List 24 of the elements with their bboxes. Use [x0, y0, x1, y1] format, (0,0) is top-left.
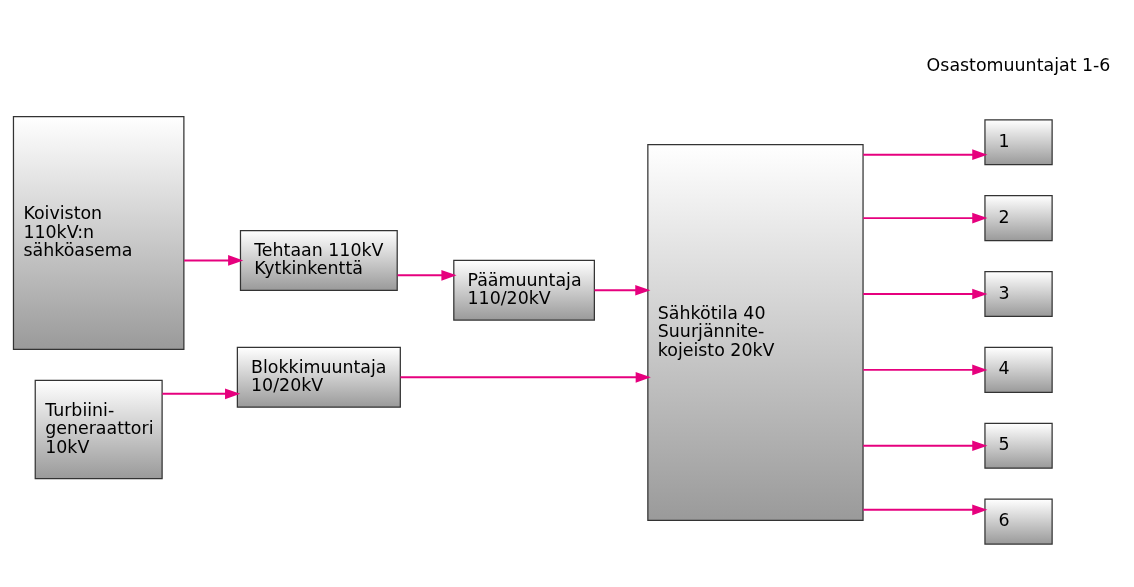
arrow — [593, 284, 651, 296]
node-box: Päämuuntaja 110/20kV — [453, 259, 595, 321]
arrow — [862, 212, 988, 223]
node-box: Sähkötila 40 Suurjännite- kojeisto 20kV — [647, 143, 864, 521]
label: Osastomuuntajat 1-6 — [926, 54, 1111, 75]
node-box: 5 — [984, 422, 1053, 469]
node-box: 6 — [984, 498, 1053, 545]
node-box: Tehtaan 110kV Kytkinkenttä — [239, 229, 398, 291]
arrow — [862, 439, 988, 451]
node-box: 4 — [984, 346, 1053, 393]
node-box: 3 — [984, 270, 1053, 317]
node-box: Turbiini- generaattori 10kV — [34, 379, 163, 479]
arrow — [862, 364, 988, 375]
node-box: Blokkimuuntaja 10/20kV — [236, 346, 401, 408]
arrow — [862, 504, 988, 515]
node-box: Koiviston 110kV:n sähköasema — [12, 115, 185, 350]
arrow — [399, 371, 651, 383]
node-box: 1 — [984, 118, 1053, 165]
arrow — [183, 254, 244, 266]
arrow — [161, 388, 241, 399]
node-box: 2 — [984, 194, 1053, 241]
arrow — [862, 148, 988, 160]
arrow — [396, 269, 457, 281]
arrow — [862, 288, 988, 299]
